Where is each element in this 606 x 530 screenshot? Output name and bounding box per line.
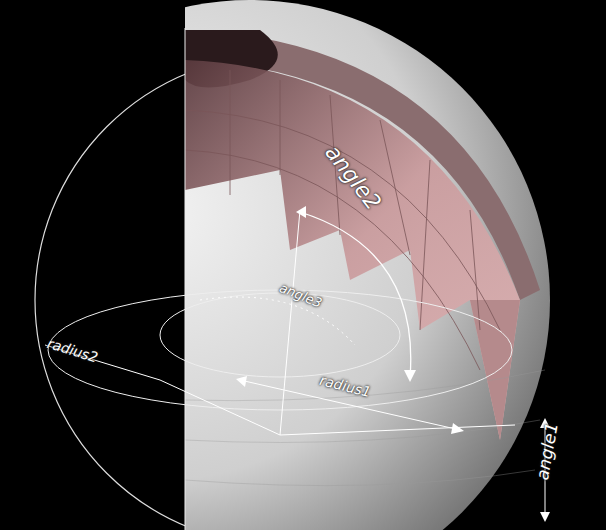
dimension-label: angle1 xyxy=(532,421,562,482)
dimension-label: radius2 xyxy=(45,335,100,366)
